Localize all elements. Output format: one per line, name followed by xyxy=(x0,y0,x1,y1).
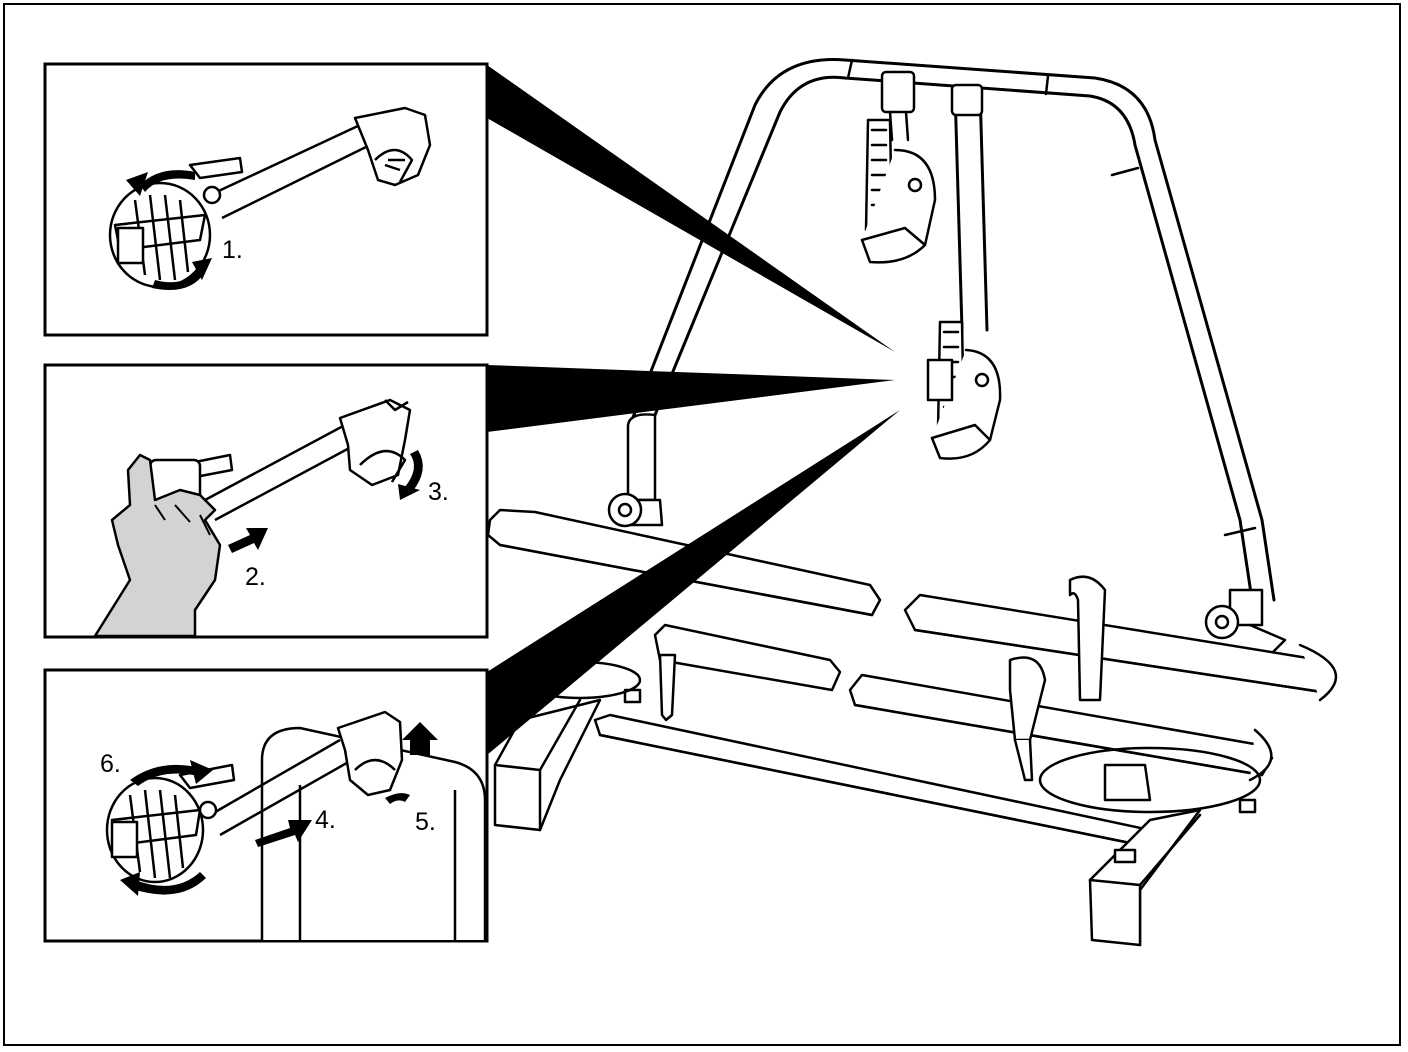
left-knob xyxy=(607,492,643,528)
hand-icon xyxy=(93,453,222,638)
step-label-6: 6. xyxy=(100,750,121,778)
page-border xyxy=(3,3,1401,1046)
callout-wedge-1 xyxy=(487,65,895,352)
clamp-arm-icon xyxy=(105,710,404,884)
wheel-straps xyxy=(658,575,1152,802)
callout-wedge-2 xyxy=(487,365,895,432)
panel-1-frame xyxy=(43,62,489,337)
rotate-arrow-icon xyxy=(398,450,423,500)
rotate-arrow-icon xyxy=(126,170,212,290)
carrier-mast xyxy=(880,70,989,332)
step-label-5: 5. xyxy=(415,808,436,836)
step-label-2: 2. xyxy=(245,563,266,591)
step-panel-1: 1. xyxy=(43,62,489,337)
callout-wedge-3 xyxy=(487,410,900,755)
bike-carrier-icon xyxy=(486,58,1338,947)
clamp-arm-icon xyxy=(108,106,432,289)
panel-2-frame xyxy=(43,363,489,639)
step-label-1: 1. xyxy=(222,236,243,264)
push-arrow-icon xyxy=(228,528,268,553)
upper-wheel-clamp xyxy=(860,118,937,264)
right-knob xyxy=(1204,588,1287,657)
step-panel-3: 6. 4. 5. xyxy=(43,668,489,943)
step-label-4: 4. xyxy=(315,806,336,834)
clamp-arm-icon xyxy=(148,398,412,522)
lower-wheel-clamp xyxy=(926,320,1002,460)
carrier-base-frame xyxy=(493,688,1257,947)
step-label-3: 3. xyxy=(428,478,449,506)
rotate-arrow-icon xyxy=(120,760,410,896)
step-panel-2: 3. 2. xyxy=(43,363,489,639)
callout-wedges xyxy=(487,65,900,755)
push-arrow-icon xyxy=(255,820,312,847)
lift-arrow-icon xyxy=(402,722,438,755)
